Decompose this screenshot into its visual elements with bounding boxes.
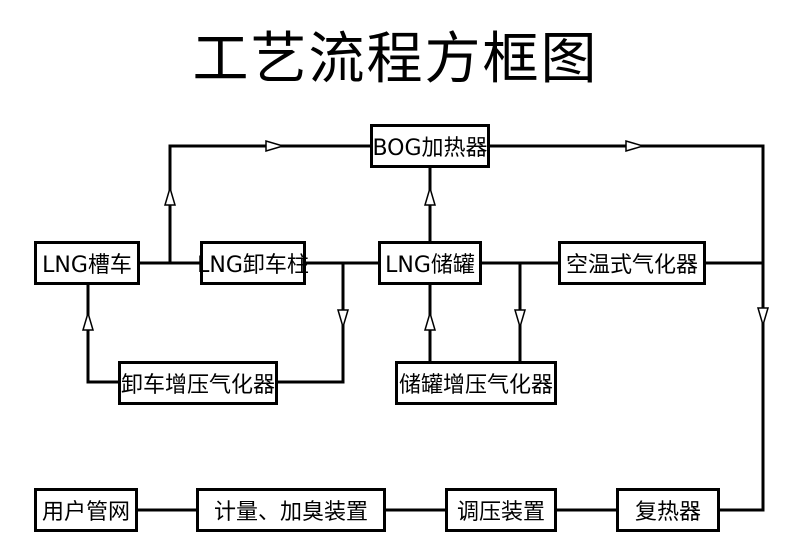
node-pressure-regulator: 调压装置: [445, 488, 557, 532]
node-metering-odorizing: 计量、加臭装置: [196, 488, 386, 532]
node-tank-pressurizer: 储罐增压气化器: [395, 361, 557, 405]
line-column-pressurizer: [278, 263, 345, 384]
node-user-pipe-network: 用户管网: [34, 488, 138, 532]
node-unloading-pressurizer: 卸车增压气化器: [118, 361, 278, 405]
arrow-down-3: [756, 307, 770, 328]
line-bog-right-down: [490, 144, 765, 512]
node-ambient-vaporizer: 空温式气化器: [558, 241, 706, 285]
node-lng-tanker: LNG槽车: [34, 241, 140, 285]
arrow-right-1: [265, 139, 286, 153]
arrow-right-2: [625, 139, 646, 153]
node-lng-storage-tank: LNG储罐: [378, 241, 482, 285]
node-lng-unloading-column: LNG卸车柱: [197, 241, 309, 285]
arrow-down-1: [336, 309, 350, 330]
node-reheater: 复热器: [616, 488, 720, 532]
node-bog-heater: BOG加热器: [370, 124, 490, 168]
arrow-up-4: [423, 310, 437, 331]
arrow-up-2: [423, 185, 437, 206]
line-pressurizer-tanker: [86, 285, 118, 384]
arrow-up-1: [163, 185, 177, 206]
diagram-title: 工艺流程方框图: [192, 27, 599, 92]
arrow-down-2: [513, 309, 527, 330]
line-bog-left: [168, 144, 370, 263]
arrow-up-3: [81, 310, 95, 331]
